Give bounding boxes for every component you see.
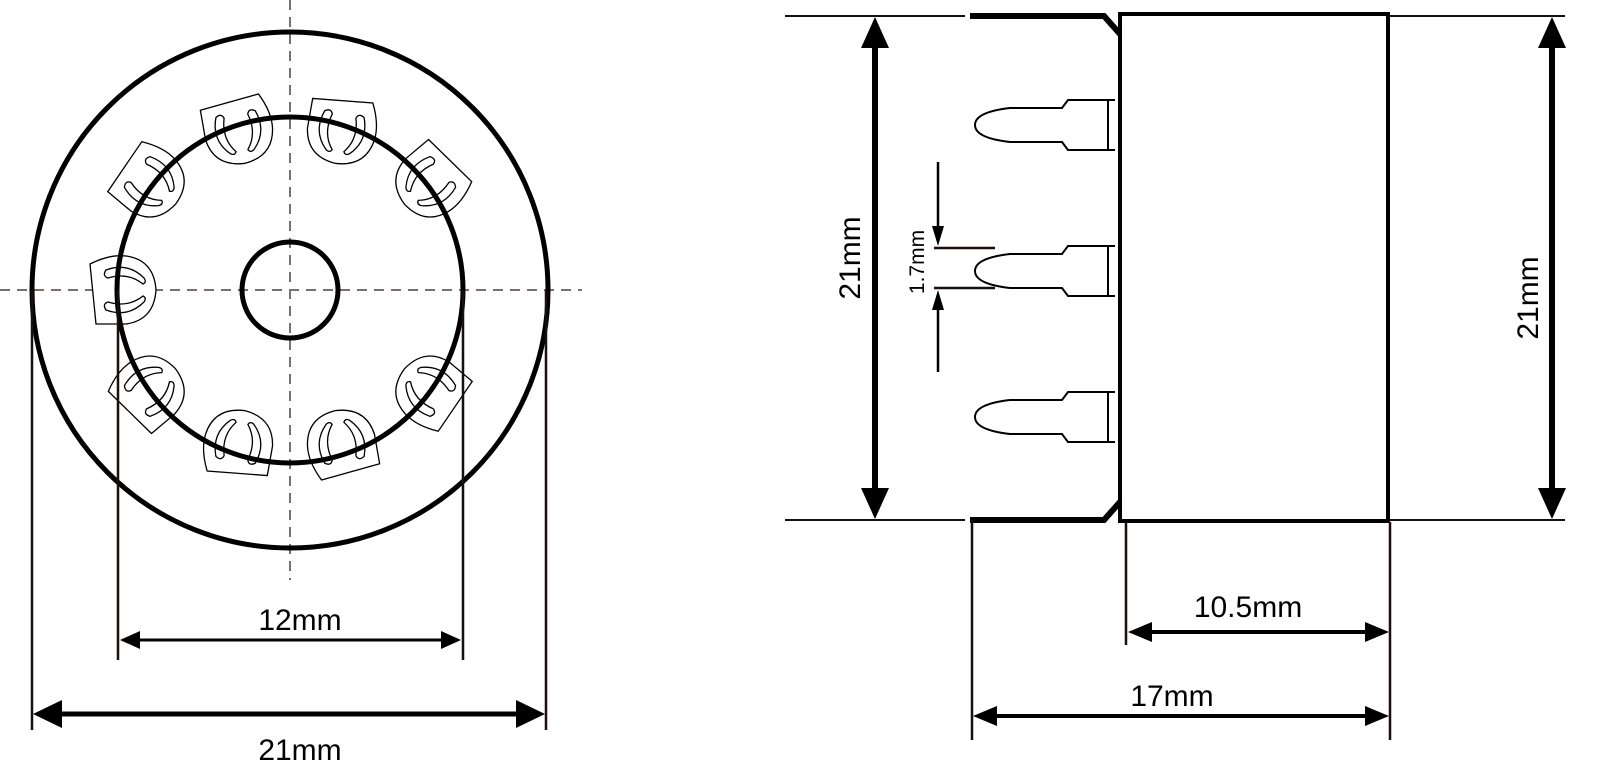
label-body-depth: 10.5mm bbox=[1194, 591, 1302, 624]
label-total-depth: 17mm bbox=[1130, 680, 1213, 713]
flange-bottom bbox=[970, 500, 1123, 523]
dimension-body-depth: 10.5mm bbox=[1128, 591, 1389, 642]
top-view: 12mm 21mm bbox=[0, 0, 582, 767]
dimension-total-depth: 17mm bbox=[973, 680, 1389, 726]
pin-contacts bbox=[89, 91, 478, 483]
dimension-outer-diameter: 21mm bbox=[33, 700, 545, 767]
label-height-left: 21mm bbox=[834, 216, 867, 299]
dimension-height-left: 21mm bbox=[834, 17, 889, 519]
side-view: 21mm 1.7mm 21mm 10.5mm bbox=[785, 12, 1566, 740]
socket-body bbox=[1118, 12, 1390, 523]
center-hole bbox=[239, 239, 341, 341]
label-height-right: 21mm bbox=[1512, 256, 1545, 339]
flange-top bbox=[970, 13, 1123, 36]
dimension-pin-width: 1.7mm bbox=[906, 162, 995, 372]
label-pin-width: 1.7mm bbox=[906, 230, 929, 294]
side-pins bbox=[973, 99, 1115, 443]
dimension-inner-diameter: 12mm bbox=[120, 604, 461, 649]
label-inner-diameter: 12mm bbox=[258, 604, 341, 637]
dimension-height-right: 21mm bbox=[1512, 17, 1566, 519]
label-outer-diameter: 21mm bbox=[258, 734, 341, 767]
